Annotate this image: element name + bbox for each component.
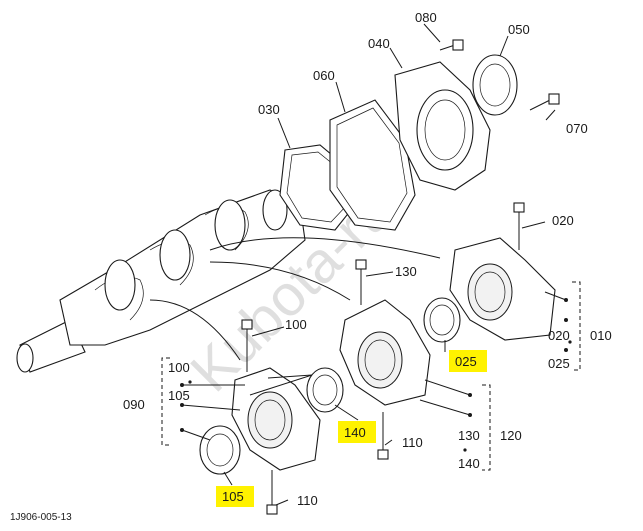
- bolt-080: [439, 39, 464, 51]
- callout-080[interactable]: 080: [415, 10, 437, 25]
- callout-110-bottom[interactable]: 110: [297, 493, 318, 508]
- crankshaft-drawing: [16, 189, 306, 373]
- bearing-case-120: [339, 299, 431, 406]
- callout-010[interactable]: 010: [590, 328, 612, 343]
- leader-journal-3: [149, 299, 241, 361]
- callout-100-top[interactable]: 100: [285, 317, 307, 332]
- callout-060[interactable]: 060: [313, 68, 335, 83]
- bolt-110-upper: [377, 412, 389, 460]
- bearing-case-010: [449, 237, 556, 341]
- bolt-070: [529, 93, 560, 111]
- callout-140-bottom[interactable]: 140: [458, 456, 480, 471]
- callout-020-right[interactable]: 020: [548, 328, 570, 343]
- bearing-025: [423, 297, 461, 343]
- diagram-code: 1J906-005-13: [10, 512, 72, 523]
- oil-seal-050: [472, 54, 518, 116]
- bearing-case-090: [231, 367, 321, 471]
- leader-lines: [181, 23, 567, 506]
- highlight-025: [449, 350, 487, 372]
- callout-120[interactable]: 120: [500, 428, 522, 443]
- highlight-105: [216, 486, 254, 507]
- callout-090[interactable]: 090: [123, 397, 145, 412]
- callout-020-top[interactable]: 020: [552, 213, 574, 228]
- callout-050[interactable]: 050: [508, 22, 530, 37]
- leader-journal-1: [209, 237, 441, 259]
- bolt-100: [241, 319, 253, 372]
- bracket-090: [161, 357, 170, 446]
- callout-140-highlighted[interactable]: 140: [344, 425, 366, 440]
- callout-100-left[interactable]: 100: [168, 360, 190, 375]
- callout-030[interactable]: 030: [258, 102, 280, 117]
- gasket-060: [329, 99, 416, 231]
- leader-journal-2: [209, 261, 351, 301]
- callout-105-highlighted[interactable]: 105: [222, 489, 244, 504]
- callout-040[interactable]: 040: [368, 36, 390, 51]
- dot-markers: [180, 298, 572, 452]
- highlight-140: [338, 421, 376, 443]
- bearing-105: [199, 425, 241, 475]
- callout-130-bottom[interactable]: 130: [458, 428, 480, 443]
- bracket-120: [482, 384, 491, 471]
- callout-025-highlighted[interactable]: 025: [455, 354, 477, 369]
- bolt-130: [355, 259, 367, 305]
- callout-130-top[interactable]: 130: [395, 264, 417, 279]
- callout-110-right[interactable]: 110: [402, 435, 423, 450]
- bolt-020: [513, 202, 525, 250]
- callout-025-right[interactable]: 025: [548, 356, 570, 371]
- bracket-010: [572, 281, 581, 371]
- bolt-110-lower: [266, 470, 278, 515]
- callout-105-left[interactable]: 105: [168, 388, 190, 403]
- bearing-140: [306, 367, 344, 413]
- callout-070[interactable]: 070: [566, 121, 588, 136]
